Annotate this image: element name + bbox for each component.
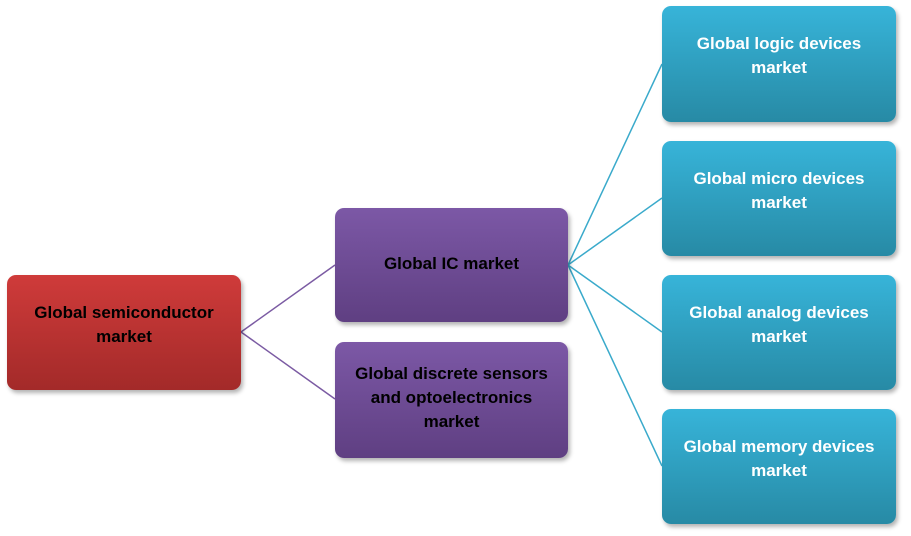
- connector-root-discrete: [240, 331, 336, 400]
- connector-root-ic: [240, 264, 336, 333]
- node-global-semiconductor-market: Global semiconductor market: [7, 275, 241, 390]
- node-label: Global logic devices market: [696, 34, 862, 77]
- node-global-discrete-sensors-market: Global discrete sensors and optoelectron…: [335, 342, 568, 458]
- node-global-analog-devices-market: Global analog devices market: [662, 275, 896, 390]
- node-label: Global memory devices market: [683, 436, 875, 480]
- node-label: Global semiconductor market: [34, 302, 214, 346]
- connector-ic-memory: [567, 264, 663, 467]
- connector-ic-analog: [567, 264, 663, 333]
- node-label: Global analog devices market: [689, 302, 869, 346]
- node-global-logic-devices-market: Global logic devices market: [662, 6, 896, 122]
- node-global-memory-devices-market: Global memory devices market: [662, 409, 896, 524]
- node-label: Global micro devices market: [693, 168, 865, 212]
- node-global-ic-market: Global IC market: [335, 208, 568, 322]
- node-label: Global discrete sensors and optoelectron…: [355, 364, 548, 431]
- connector-ic-micro: [567, 197, 663, 266]
- connector-ic-logic: [567, 63, 663, 266]
- node-global-micro-devices-market: Global micro devices market: [662, 141, 896, 256]
- node-label: Global IC market: [383, 254, 520, 273]
